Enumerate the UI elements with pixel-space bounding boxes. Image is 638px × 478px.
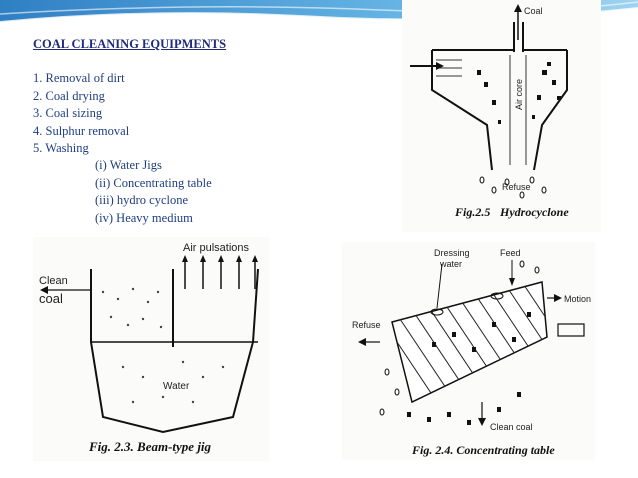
clean-coal-label: Clean coal — [490, 422, 533, 432]
dressing-label: Dressing — [434, 248, 470, 258]
air-core-label: Air core — [514, 79, 524, 110]
sub-list-item: (i) Water Jigs — [95, 158, 162, 173]
concentrating-table-figure: Dressing water Feed Motion Refuse Clean … — [342, 242, 595, 460]
content-text: COAL CLEANING EQUIPMENTS 1. Removal of d… — [33, 36, 226, 227]
air-pulsations-label: Air pulsations — [183, 242, 250, 254]
water-label: Water — [163, 381, 190, 392]
hydrocyclone-caption-number: Fig.2.5 — [454, 205, 490, 219]
refuse-label: Refuse — [502, 182, 531, 192]
sub-list-item: (iii) hydro cyclone — [95, 193, 189, 208]
list-item: 1. Removal of dirt — [33, 71, 125, 86]
coal-label: Coal — [524, 6, 543, 16]
list-item: 5. Washing — [33, 141, 89, 156]
list-item: 3. Coal sizing — [33, 106, 103, 121]
coal-label: coal — [39, 291, 63, 306]
feed-label: Feed — [500, 248, 521, 258]
jig-caption: Fig. 2.3. Beam-type jig — [88, 439, 212, 454]
hydrocyclone-figure: Coal Air core Refuse Fig.2.5 Hydrocyclon… — [402, 0, 601, 232]
motion-label: Motion — [564, 294, 591, 304]
list-item: 2. Coal drying — [33, 88, 105, 103]
water-label: water — [439, 259, 462, 269]
sub-list-item: (ii) Concentrating table — [95, 175, 212, 190]
slide-title: COAL CLEANING EQUIPMENTS — [33, 37, 227, 51]
clean-label: Clean — [39, 275, 68, 287]
table-caption: Fig. 2.4. Concentrating table — [411, 443, 555, 457]
sub-list-item: (iv) Heavy medium — [95, 210, 193, 225]
hydrocyclone-caption: Hydrocyclone — [499, 205, 569, 219]
beam-jig-figure: Air pulsations Clean coal Wat — [33, 237, 269, 461]
refuse-label: Refuse — [352, 320, 381, 330]
list-item: 4. Sulphur removal — [33, 123, 130, 138]
